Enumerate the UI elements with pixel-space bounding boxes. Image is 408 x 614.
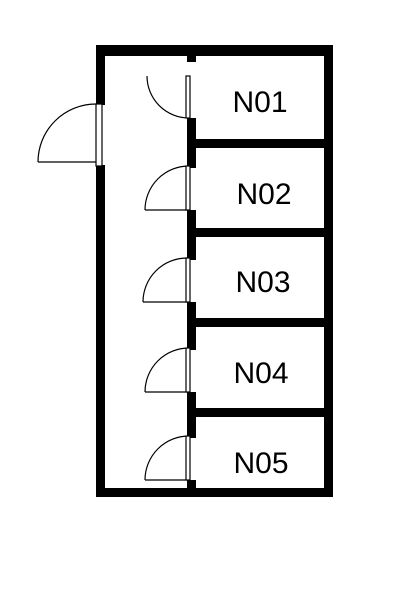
room-door-n04-icon: [144, 347, 191, 393]
room-door-n05-icon: [144, 435, 191, 481]
corridor-wall-segment-1: [187, 56, 196, 62]
partition-4: [187, 408, 333, 417]
partition-3: [187, 318, 333, 327]
outer-wall-right: [324, 45, 333, 497]
room-label-n03: N03: [235, 266, 290, 299]
room-door-n03-icon: [142, 257, 191, 303]
partition-1: [187, 139, 333, 148]
outer-wall-bottom: [96, 488, 333, 497]
room-door-n02-icon: [144, 165, 191, 211]
room-door-n01-icon: [146, 75, 191, 119]
room-label-n02: N02: [236, 178, 291, 211]
room-label-n05: N05: [233, 447, 288, 480]
outer-wall-left-upper: [96, 45, 105, 105]
outer-wall-left-lower: [96, 165, 105, 497]
outer-wall-top: [96, 45, 333, 56]
room-label-n01: N01: [232, 86, 287, 119]
corridor-wall-segment-6: [187, 480, 196, 497]
entrance-door-icon: [37, 103, 103, 167]
room-label-n04: N04: [233, 357, 288, 390]
partition-2: [187, 228, 333, 237]
